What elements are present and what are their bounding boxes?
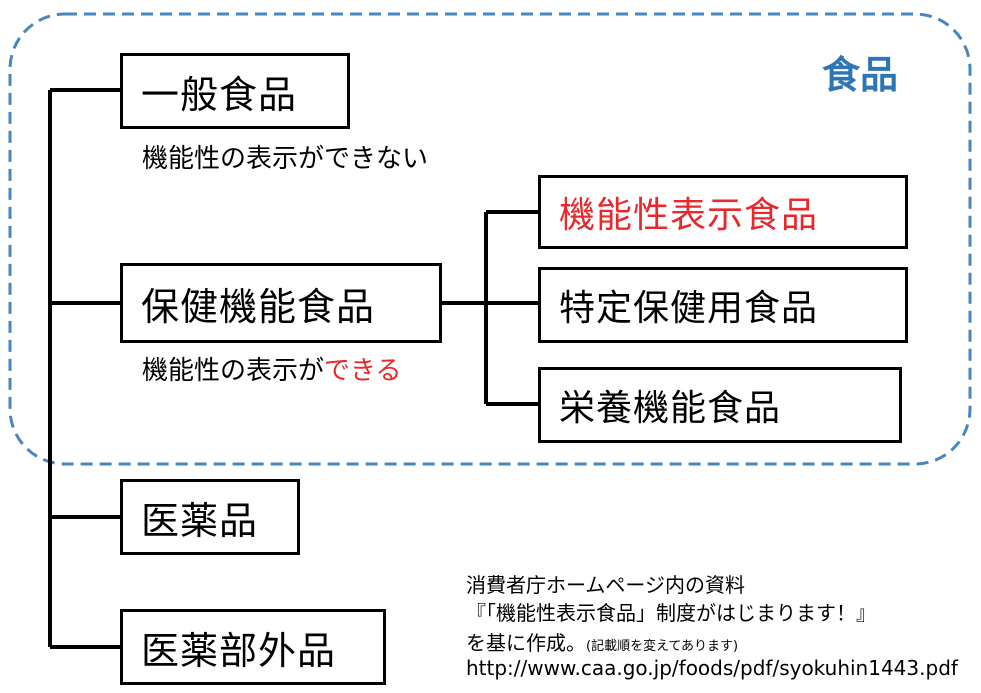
health-function-caption-emphasis: できる (324, 356, 402, 386)
functional-label-food-label: 機能性表示食品 (559, 195, 819, 236)
health-function-food-box: 保健機能食品 (120, 263, 442, 343)
source-line-3: を基に作成。(記載順を変えてあります) (466, 627, 738, 656)
specified-health-food-label: 特定保健用食品 (559, 288, 819, 329)
general-food-label: 一般食品 (141, 72, 298, 117)
pharmaceutical-label: 医薬品 (141, 498, 259, 543)
source-url: http://www.caa.go.jp/foods/pdf/syokuhin1… (466, 656, 958, 680)
general-food-caption: 機能性の表示ができない (142, 138, 428, 175)
health-function-caption: 機能性の表示ができる (142, 350, 402, 387)
source-line-3-note: (記載順を変えてあります) (586, 639, 739, 654)
source-line-2: 『「機能性表示食品」制度がはじまります！』 (466, 601, 876, 625)
specified-health-food-box: 特定保健用食品 (538, 267, 908, 343)
health-function-caption-prefix: 機能性の表示が (142, 356, 325, 386)
food-group-boundary (8, 12, 972, 466)
nutrient-function-food-box: 栄養機能食品 (538, 367, 902, 443)
general-food-box: 一般食品 (120, 53, 350, 129)
quasi-drug-label: 医薬部外品 (141, 628, 337, 673)
food-group-label: 食品 (822, 53, 899, 97)
nutrient-function-food-label: 栄養機能食品 (559, 388, 782, 429)
source-line-1: 消費者庁ホームページ内の資料 (466, 573, 745, 597)
pharmaceutical-box: 医薬品 (120, 479, 300, 555)
functional-label-food-box: 機能性表示食品 (538, 175, 908, 249)
health-function-food-label: 保健機能食品 (141, 284, 376, 329)
quasi-drug-box: 医薬部外品 (120, 609, 386, 685)
source-line-3-text: を基に作成。 (466, 631, 586, 655)
general-food-caption-text: 機能性の表示ができない (142, 144, 429, 174)
